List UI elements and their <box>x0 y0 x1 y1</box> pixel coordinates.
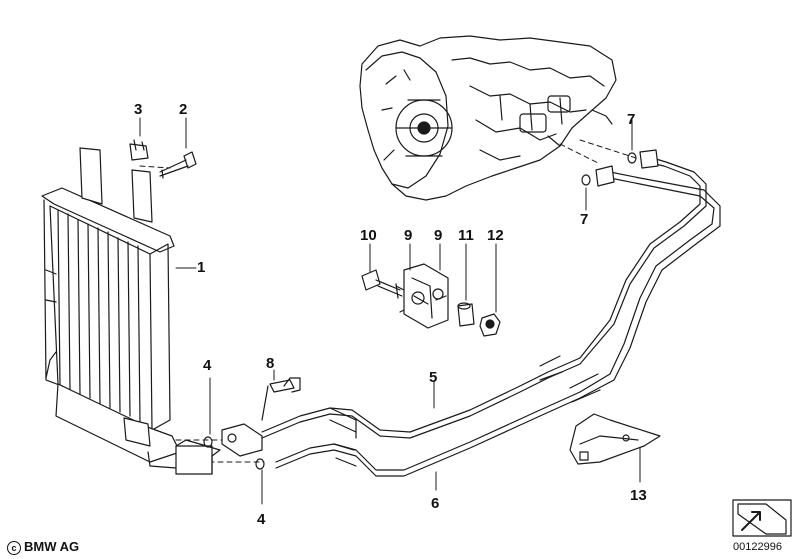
callout-7-lower: 7 <box>580 211 589 228</box>
callout-9-right: 9 <box>434 227 443 244</box>
callout-11: 11 <box>458 227 474 244</box>
callout-8: 8 <box>266 355 275 372</box>
hose-lines <box>261 149 721 477</box>
bolt-part-2 <box>159 151 197 179</box>
callout-7-upper: 7 <box>627 111 636 128</box>
callout-4-lower: 4 <box>257 511 266 528</box>
bolt-part-10 <box>361 269 403 299</box>
callout-13: 13 <box>630 487 647 504</box>
callout-1: 1 <box>197 259 206 276</box>
callout-4-upper: 4 <box>203 357 212 374</box>
sealing-rings <box>203 152 637 470</box>
brand-text: BMW AG <box>24 539 80 554</box>
bracket-part-13 <box>569 413 661 465</box>
bushing-part-11 <box>457 302 475 327</box>
diagram-number: 00122996 <box>733 541 782 553</box>
nut-part-12 <box>479 313 501 337</box>
copyright-icon: c <box>7 540 21 555</box>
clip-nut-part-3 <box>129 139 149 161</box>
oil-cooler <box>41 147 221 475</box>
leader-lines <box>139 117 641 505</box>
transmission-illustration <box>359 35 617 201</box>
callout-3: 3 <box>134 101 143 118</box>
callout-10: 10 <box>360 227 377 244</box>
callout-12: 12 <box>487 227 504 244</box>
callout-2: 2 <box>179 101 188 118</box>
callout-5: 5 <box>429 369 438 386</box>
connection-flange <box>221 377 301 457</box>
callout-9-left: 9 <box>404 227 413 244</box>
corner-logo-icon <box>732 499 792 537</box>
dashed-guides <box>139 139 637 463</box>
holder-part-9 <box>395 263 449 329</box>
callout-6: 6 <box>431 495 440 512</box>
